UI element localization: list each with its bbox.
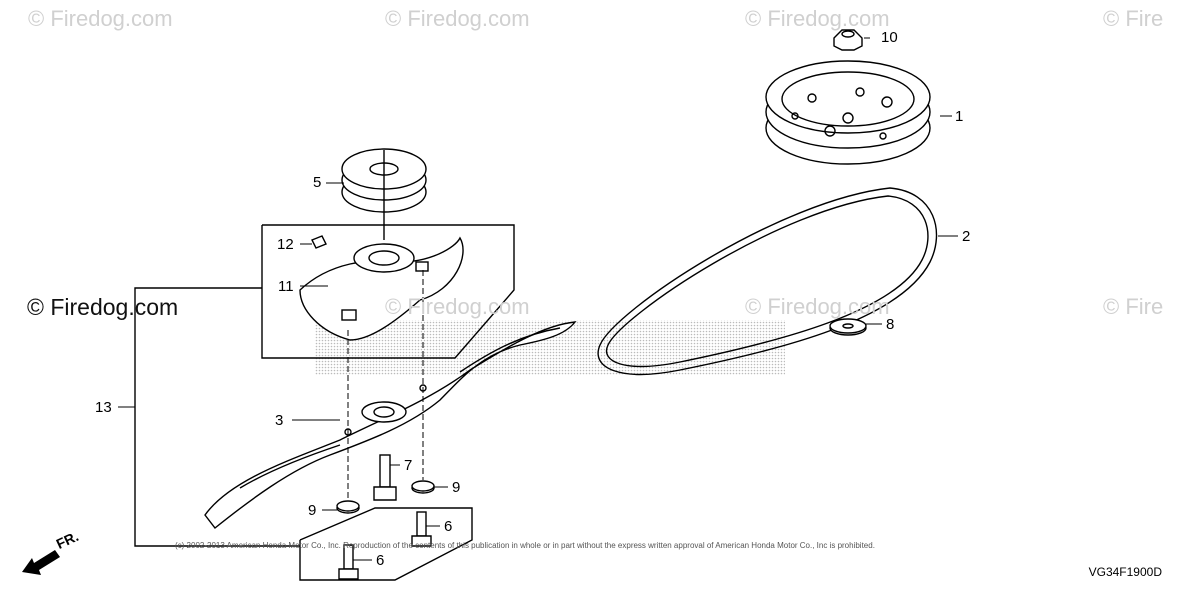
- callout-10: 10: [881, 29, 898, 46]
- watermark-top-1: © Firedog.com: [28, 6, 173, 31]
- watermark-main: © Firedog.com: [27, 294, 179, 320]
- part-7-bolt-icon: [373, 454, 397, 501]
- part-2-belt-icon: [597, 187, 938, 376]
- callout-11: 11: [278, 278, 294, 295]
- watermark-middle-1: © Firedog.com: [385, 294, 530, 319]
- part-9-washer-left-icon: [336, 500, 360, 514]
- callout-6-left: 6: [376, 552, 385, 569]
- callout-7: 7: [404, 457, 413, 474]
- callout-9-left: 9: [308, 502, 317, 519]
- callout-2: 2: [962, 228, 971, 245]
- part-9-washer-right-icon: [411, 480, 435, 494]
- part-1-pulley-icon: [765, 60, 931, 165]
- callout-6-right: 6: [444, 518, 453, 535]
- copyright-notice: (c) 2002-2013 American Honda Motor Co., …: [175, 541, 875, 550]
- part-11-blade-holder-icon: [299, 236, 464, 341]
- assembly-box-6: [299, 507, 473, 581]
- callout-8: 8: [886, 316, 895, 333]
- callout-1: 1: [955, 108, 964, 125]
- watermark-middle-2: © Firedog.com: [745, 294, 890, 319]
- watermark-middle-3: © Fire: [1103, 294, 1164, 319]
- part-8-washer-icon: [829, 318, 867, 336]
- watermark-top-4: © Fire: [1103, 6, 1164, 31]
- part-12-key-icon: [311, 235, 327, 249]
- assembly-box-11: [261, 224, 515, 359]
- front-direction-arrow-icon: [22, 550, 60, 575]
- callout-13: 13: [95, 399, 112, 416]
- callout-5: 5: [313, 174, 322, 191]
- callout-3: 3: [275, 412, 284, 429]
- assembly-bracket-13: [134, 287, 300, 547]
- watermark-top-2: © Firedog.com: [385, 6, 530, 31]
- part-3-blade-icon: [204, 321, 577, 529]
- part-10-nut-icon: [833, 29, 863, 51]
- part-6-bolt-right-icon: [411, 511, 432, 547]
- callout-12: 12: [277, 236, 294, 253]
- drawing-code: VG34F1900D: [1088, 565, 1162, 579]
- callout-9-right: 9: [452, 479, 461, 496]
- watermark-top-3: © Firedog.com: [745, 6, 890, 31]
- part-6-bolt-left-icon: [338, 544, 359, 580]
